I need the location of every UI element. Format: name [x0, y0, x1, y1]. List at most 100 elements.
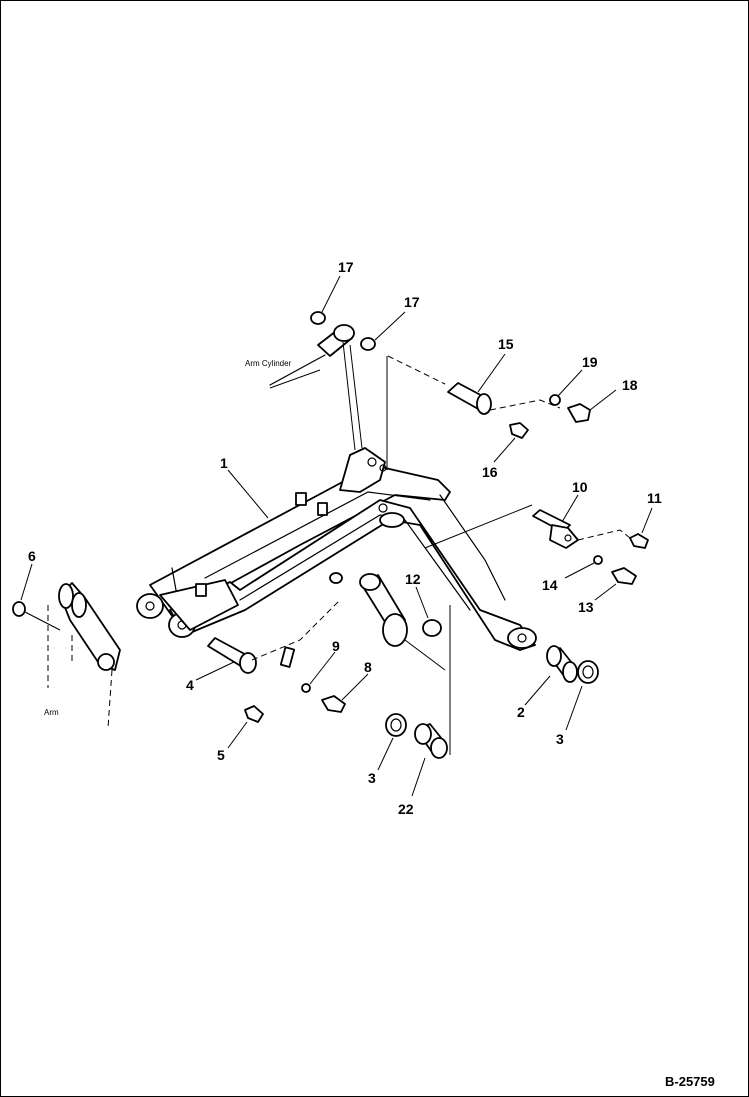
boom-lower-beam	[169, 499, 536, 651]
washer-14	[593, 555, 603, 565]
callout-17a: 17	[338, 259, 354, 275]
boom-center-boss	[379, 512, 405, 528]
callout-22: 22	[398, 801, 414, 817]
leader-19	[557, 369, 583, 397]
callout-10: 10	[572, 479, 588, 495]
callout-8: 8	[364, 659, 372, 675]
pin-15-head	[476, 393, 492, 415]
boom-foot-bore	[145, 601, 155, 611]
arm-bracket-group	[12, 582, 121, 729]
arm-bracket-boss	[58, 583, 74, 609]
seal-3-right-inner	[582, 665, 594, 679]
arm-guide	[24, 611, 61, 631]
pin-4-group	[207, 599, 346, 723]
leader-5	[227, 721, 248, 749]
boom-grease-point	[378, 503, 388, 513]
leader-17a	[321, 275, 341, 313]
callout-9: 9	[332, 638, 340, 654]
callout-5: 5	[217, 747, 225, 763]
leader-1	[227, 469, 269, 519]
grease-fitting-5	[244, 705, 264, 723]
bolt-18	[567, 403, 591, 423]
arm-bracket-boss-lower	[97, 653, 115, 671]
pin-15-path	[387, 355, 446, 385]
bushing-2-end	[546, 645, 562, 667]
callout-numbers: 17 17 15 19 18 16 1 10 11 6 12 14 13 9 8…	[28, 259, 662, 817]
pin-10-group	[424, 504, 649, 585]
bushing-group	[385, 645, 599, 759]
callout-14: 14	[542, 577, 558, 593]
leader-14	[564, 562, 595, 579]
boom-head-bore	[517, 633, 527, 643]
callout-3-left: 3	[368, 770, 376, 786]
pin-15-path	[489, 399, 561, 411]
callout-12: 12	[405, 571, 421, 587]
bolt-13	[611, 567, 637, 585]
callout-19: 19	[582, 354, 598, 370]
leader-11	[641, 507, 653, 534]
pin-10-plate	[549, 524, 579, 549]
callout-17b: 17	[404, 294, 420, 310]
boom-pin-stub	[171, 567, 177, 591]
leader-4	[195, 661, 235, 681]
pin-15-group	[386, 355, 591, 470]
pin-4-path	[251, 599, 341, 661]
leader-3-left	[377, 737, 394, 771]
arm-cylinder-eye	[333, 324, 355, 342]
leader-18	[589, 389, 617, 411]
callout-18: 18	[622, 377, 638, 393]
leader-3-right	[565, 685, 583, 731]
boom-assembly	[136, 447, 537, 651]
arm-guide	[107, 669, 113, 729]
bolt-8	[321, 695, 346, 713]
washer-17a	[310, 311, 326, 325]
pin-10-path	[577, 529, 631, 541]
leader-13	[594, 583, 617, 601]
arm-cylinder-bracket	[339, 447, 386, 493]
center-pin-group	[329, 572, 451, 755]
callout-13: 13	[578, 599, 594, 615]
pin-path-line	[342, 341, 356, 451]
callout-6: 6	[28, 548, 36, 564]
arm-cylinder-label: Arm Cylinder	[245, 359, 292, 368]
seal-3-left-inner	[390, 718, 402, 732]
leader-6	[20, 563, 33, 601]
bracket-pin-hole	[379, 464, 387, 472]
callout-3-right: 3	[556, 731, 564, 747]
pin-4-head	[239, 652, 257, 674]
arm-label: Arm	[44, 708, 59, 717]
boom-lug	[317, 502, 328, 516]
boom-lug	[295, 492, 307, 506]
washer-19	[549, 394, 561, 406]
leader-17b	[374, 311, 406, 341]
seal-3-left	[385, 713, 407, 737]
bracket-pin-hole	[367, 457, 377, 467]
boom-edge-line	[204, 491, 431, 579]
leader-2	[524, 675, 551, 706]
bushing-2-end	[562, 661, 578, 683]
bushing-22-end	[414, 723, 432, 745]
leader-arm-cylinder	[269, 369, 321, 389]
drawing-number: B-25759	[665, 1074, 715, 1089]
center-pin-path	[404, 639, 446, 671]
center-pin-head	[359, 573, 381, 591]
washer-9	[301, 683, 311, 693]
arm-cylinder-body-line	[269, 354, 326, 386]
pin-10-hole	[564, 534, 572, 542]
washer-17b	[360, 337, 376, 351]
leader-12	[415, 586, 429, 619]
callout-4: 4	[186, 677, 194, 693]
boom-edge-line	[439, 494, 506, 601]
callout-2: 2	[517, 704, 525, 720]
center-pin-bushing	[382, 613, 408, 647]
washer-6	[12, 601, 26, 617]
leader-15	[477, 353, 506, 393]
boom-stop-block	[195, 583, 207, 597]
grease-fitting-11	[629, 533, 649, 549]
leader-22	[411, 757, 426, 797]
leader-16	[493, 437, 516, 463]
boom-head-boss	[507, 627, 537, 649]
leader-9	[309, 651, 336, 685]
leader-8	[341, 673, 369, 701]
